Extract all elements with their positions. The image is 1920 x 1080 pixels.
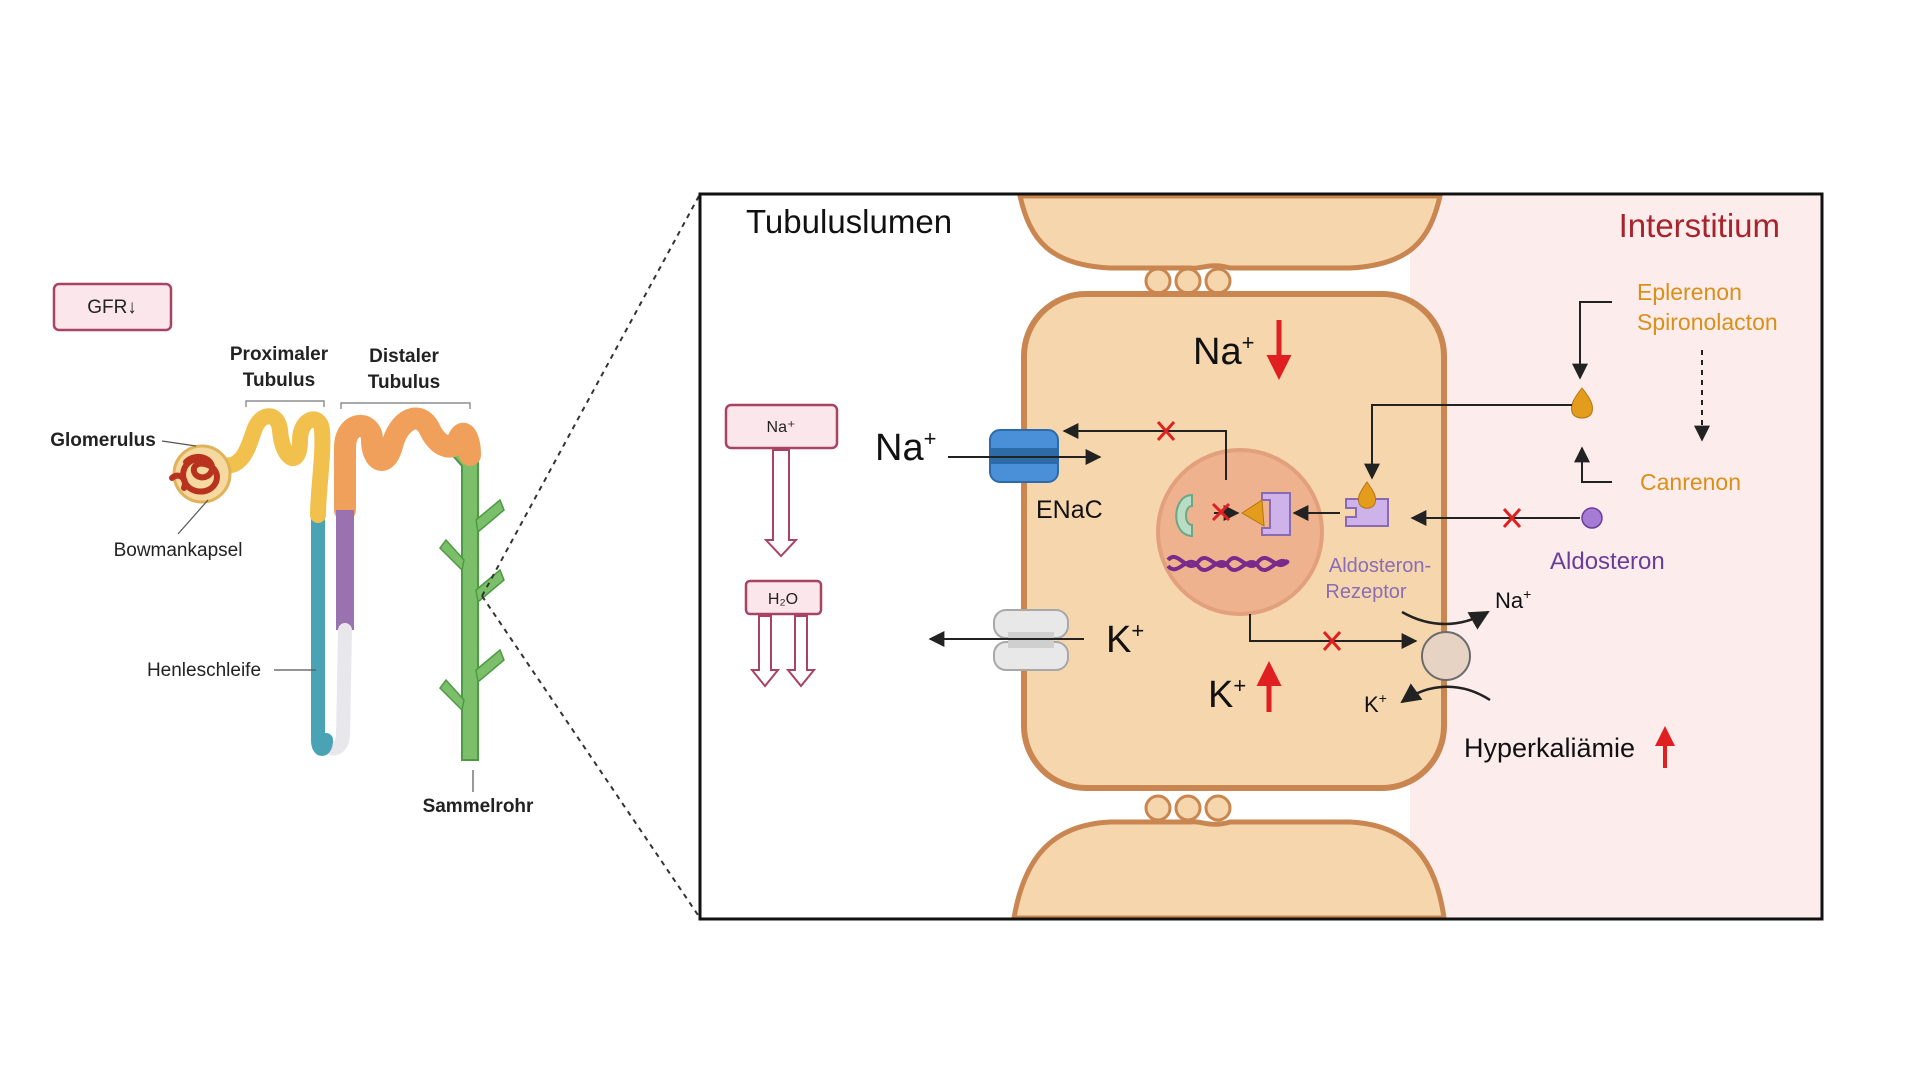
distal-label-line1: Distaler	[369, 346, 439, 367]
k-channel	[993, 609, 1069, 671]
k-intracellular-label: K+	[1208, 673, 1246, 716]
nucleus	[1156, 448, 1324, 616]
drug-to-droplet-arrow	[1572, 301, 1612, 380]
pump-k-arrow	[1400, 683, 1491, 704]
glomerulus-label: Glomerulus	[50, 430, 156, 451]
inhibit-x-nucleus	[1211, 502, 1231, 522]
tight-junction-top	[1144, 267, 1232, 295]
receptor-label-line1: Aldosteron-	[1329, 555, 1431, 577]
lumen-h2o-arrow-right	[785, 615, 817, 688]
gfr-badge: GFR↓	[52, 282, 173, 332]
hyperkalemia-label: Hyperkaliämie	[1464, 733, 1635, 763]
collecting-label: Sammelrohr	[423, 796, 534, 817]
zoom-line-top	[481, 193, 701, 597]
upper-cell	[1016, 193, 1444, 271]
proximal-tubule	[214, 408, 331, 523]
lumen-na-arrow	[763, 449, 799, 558]
panel-border	[698, 192, 1824, 921]
henle-teal-segment	[311, 508, 333, 756]
inhibit-x-enac	[1156, 421, 1176, 441]
pump-k-label: K+	[1364, 690, 1387, 717]
aldosterone-label: Aldosteron	[1550, 548, 1665, 575]
aldosterone-molecule	[1581, 507, 1603, 529]
svg-text:Na⁺: Na⁺	[767, 419, 796, 436]
inhibit-x-aldosterone	[1502, 508, 1522, 528]
receptor-in-nucleus	[1261, 492, 1291, 536]
distal-label-line2: Tubulus	[368, 372, 440, 393]
pump-na-label: Na+	[1495, 586, 1531, 613]
pump-expression-arrow	[1249, 614, 1418, 649]
drug-droplet-bound	[1357, 481, 1377, 509]
canrenon-label: Canrenon	[1640, 469, 1741, 495]
interstitium-title: Interstitium	[1619, 207, 1780, 244]
lower-cell	[1011, 819, 1447, 921]
drug-label-line2: Spironolacton	[1637, 309, 1778, 335]
na-enac-label: Na+	[875, 426, 936, 469]
tight-junction-bottom	[1144, 794, 1232, 822]
drug-label-line1: Eplerenon	[1637, 279, 1742, 305]
dna-strand-2	[1166, 559, 1290, 572]
aldosterone-receptor	[1345, 498, 1389, 527]
aldosterone-in-nucleus	[1241, 499, 1265, 527]
nephron-overview: GFR↓ Glomerulus Bowmankapsel	[50, 193, 701, 919]
lumen-na-box: Na⁺	[724, 403, 839, 450]
proximal-label-line1: Proximaler	[230, 344, 329, 365]
glomerulus-shape	[169, 444, 232, 504]
cell-detail-panel: Tubuluslumen Interstitium Na⁺ H₂O Na+ EN…	[698, 192, 1824, 921]
proximal-label-line2: Tubulus	[243, 370, 315, 391]
drug-droplet	[1571, 387, 1593, 419]
canrenon-to-droplet-arrow	[1574, 446, 1612, 483]
enac-label: ENaC	[1036, 496, 1103, 524]
svg-text:H₂O: H₂O	[768, 591, 798, 608]
zoom-line-bottom	[481, 595, 701, 919]
collecting-duct	[439, 448, 505, 761]
droplet-to-receptor-arrow	[1364, 404, 1572, 480]
inhibit-x-pump	[1322, 631, 1342, 651]
lumen-h2o-arrow-left	[749, 615, 781, 688]
henle-white-segment	[319, 623, 352, 756]
dna-strand	[1166, 555, 1290, 568]
distal-tubule	[334, 407, 481, 521]
bowman-label: Bowmankapsel	[114, 540, 243, 561]
lumen-h2o-box: H₂O	[744, 579, 823, 616]
enac-expression-arrow	[1062, 423, 1227, 480]
na-k-pump	[1421, 631, 1471, 681]
pump-na-arrow	[1401, 610, 1490, 630]
na-intracellular-label: Na+	[1193, 330, 1254, 373]
henle-label: Henleschleife	[147, 660, 261, 681]
gene-target-shape	[1175, 493, 1193, 538]
lumen-title: Tubuluslumen	[746, 203, 952, 240]
receptor-label-line2: Rezeptor	[1325, 581, 1406, 603]
gfr-label: GFR↓	[87, 297, 137, 318]
k-channel-label: K+	[1106, 618, 1144, 661]
